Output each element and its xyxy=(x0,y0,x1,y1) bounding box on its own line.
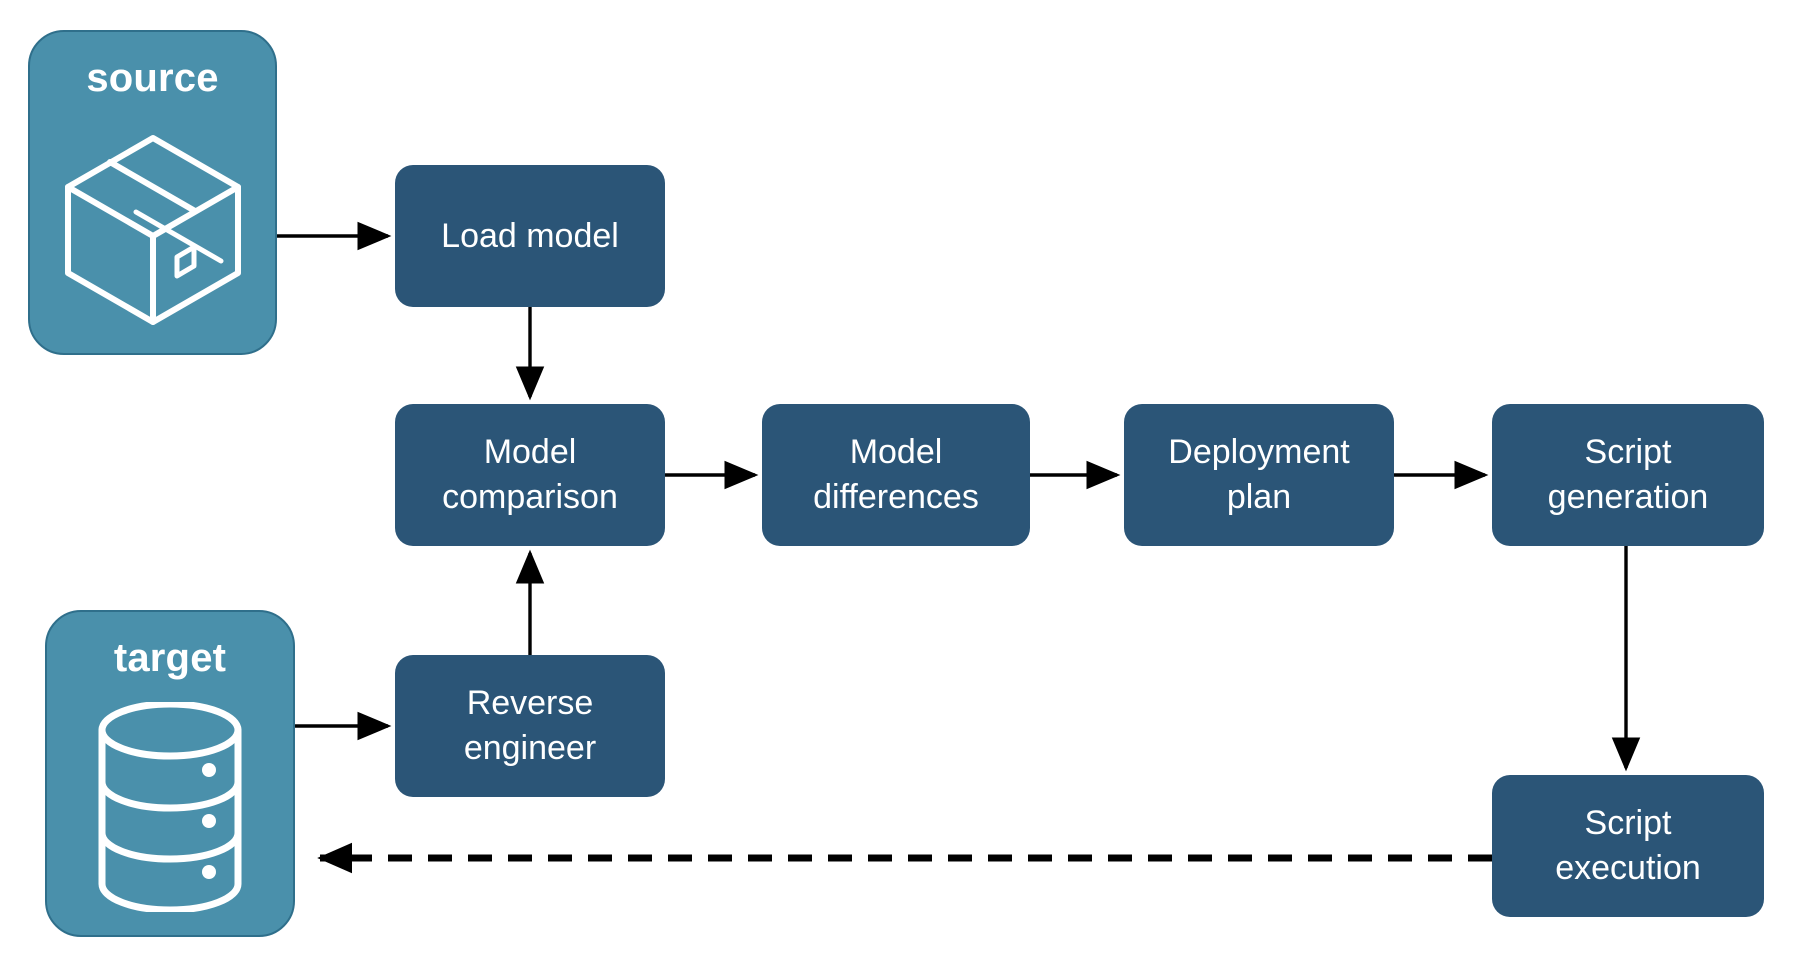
node-model-differences[interactable]: Model differences xyxy=(762,404,1030,546)
node-load-model-label: Load model xyxy=(441,216,619,255)
node-script-execution[interactable]: Script execution xyxy=(1492,775,1764,917)
node-model-differences-label: Model differences xyxy=(813,433,979,516)
node-deployment-plan-label: Deployment plan xyxy=(1168,433,1350,516)
node-load-model[interactable]: Load model xyxy=(395,165,665,307)
node-model-comparison-label: Model comparison xyxy=(442,433,618,516)
package-box-icon xyxy=(30,98,275,353)
node-source-label: source xyxy=(86,56,219,100)
node-source[interactable]: source xyxy=(28,30,277,355)
node-script-generation[interactable]: Script generation xyxy=(1492,404,1764,546)
node-deployment-plan[interactable]: Deployment plan xyxy=(1124,404,1394,546)
node-script-execution-label: Script execution xyxy=(1555,804,1701,887)
node-reverse-engineer[interactable]: Reverse engineer xyxy=(395,655,665,797)
node-reverse-engineer-label: Reverse engineer xyxy=(463,684,597,767)
node-target[interactable]: target xyxy=(45,610,295,937)
node-target-label: target xyxy=(113,636,227,680)
node-script-generation-label: Script generation xyxy=(1547,433,1709,516)
database-cylinder-icon xyxy=(47,678,293,935)
node-model-comparison[interactable]: Model comparison xyxy=(395,404,665,546)
